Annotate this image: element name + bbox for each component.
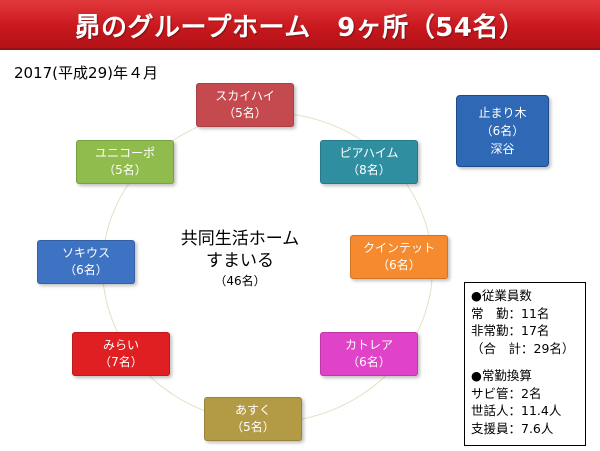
home-node-name: スカイハイ [215,89,275,103]
title-bar: 昴のグループホーム 9ヶ所（54名） [0,0,600,50]
center-home-type: 共同生活ホーム [180,229,300,249]
home-node-name: ユニコーポ [94,146,155,160]
staff-info-box: ●従業員数 常 勤：11名 非常勤：17名 （合 計：29名） ●常勤換算 サビ… [464,282,586,446]
home-node-name: カトレア [344,338,393,352]
home-node-count: （8名） [347,163,391,177]
side-home-location: 深谷 [490,142,515,156]
staff-gap [471,357,585,367]
home-node-cattleya: カトレア （6名） [320,332,418,376]
center-home-count: （46名） [214,274,266,288]
staff-total: （合 計：29名） [471,340,575,356]
side-home-count: （6名） [480,124,525,138]
home-node-name: クインテット [362,241,435,255]
staff-heading-employees: ●従業員数 [471,288,532,303]
staff-supporter: 支援員：7.6人 [471,420,554,436]
date-label: 2017(平成29)年４月 [14,64,158,82]
staff-parttime: 非常勤：17名 [471,323,550,338]
home-node-count: （7名） [99,355,143,369]
home-node-count: （5名） [103,163,147,177]
staff-service-manager: サビ管：2名 [471,385,542,401]
home-node-name: あすく [234,403,271,417]
home-node-name: みらい [102,338,139,352]
center-home-name: すまいる [206,251,274,271]
home-node-name: ピアハイム [339,146,399,160]
home-node-name: ソキウス [61,246,110,260]
home-node-count: （5名） [223,106,267,120]
home-node-count: （6名） [347,355,391,369]
staff-fulltime: 常 勤：11名 [471,305,550,321]
home-node-mirai: みらい （7名） [72,332,170,376]
home-node-piaheim: ピアハイム （8名） [320,140,418,184]
home-node-quintet: クインテット （6名） [350,235,448,279]
staff-caretaker: 世話人：11.4人 [471,403,562,418]
side-home-tomarigi: 止まり木 （6名） 深谷 [456,95,549,167]
home-node-sokius: ソキウス （6名） [37,240,135,284]
home-node-count: （6名） [377,258,421,272]
home-node-count: （6名） [64,263,108,277]
side-home-name: 止まり木 [478,106,527,120]
center-home: 共同生活ホーム すまいる （46名） [165,228,315,290]
home-node-count: （5名） [231,420,275,434]
staff-heading-fte: ●常勤換算 [471,368,532,383]
home-node-unicorpo: ユニコーポ （5名） [76,140,174,184]
home-node-asuku: あすく （5名） [204,397,302,441]
home-node-skyhigh: スカイハイ （5名） [196,83,294,127]
page-title: 昴のグループホーム 9ヶ所（54名） [74,12,526,43]
